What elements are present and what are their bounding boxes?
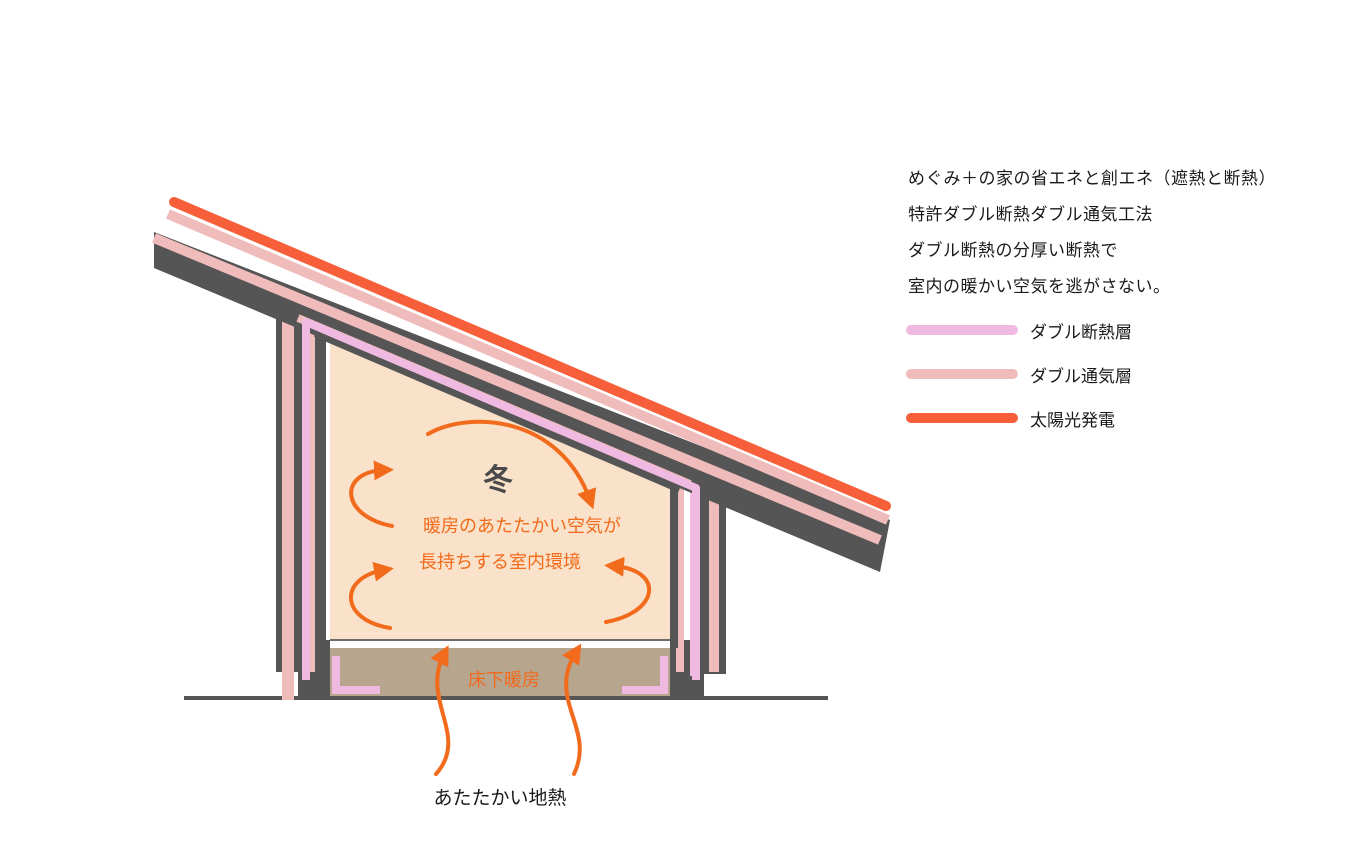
season-label: 冬 — [483, 464, 513, 497]
description-line2: 特許ダブル断熱ダブル通気工法 — [908, 205, 1153, 225]
description-line3: ダブル断熱の分厚い断熱で — [908, 241, 1118, 261]
foundation-insulation-right — [622, 656, 668, 694]
interior-room — [330, 340, 670, 640]
legend-swatch-ventilation — [906, 369, 1018, 379]
legend-swatch-insulation — [906, 325, 1018, 335]
inner-insulation-layer — [302, 318, 700, 680]
ground-heat-label: あたたかい地熱 — [433, 787, 566, 809]
room-text-line2: 長持ちする室内環境 — [419, 552, 581, 572]
legend-label-insulation: ダブル断熱層 — [1030, 323, 1132, 343]
floor-heating-label: 床下暖房 — [468, 670, 540, 690]
solar-panel-layer — [169, 197, 891, 511]
ground-heat-arrow-left — [430, 645, 451, 776]
roof-ventilation-layer-upper — [166, 209, 890, 525]
left-wall-stud — [316, 330, 326, 648]
circulation-arrow-top — [426, 419, 597, 510]
warm-air-arrows — [349, 419, 652, 776]
description-line1: めぐみ＋の家の省エネと創エネ（遮熱と断熱） — [908, 169, 1277, 189]
circulation-arrow-left-lower — [349, 561, 394, 630]
roof-ventilation-layer-lower — [152, 233, 882, 545]
legend-label-solar: 太陽光発電 — [1030, 411, 1115, 431]
right-wall-stud — [670, 484, 678, 648]
room-text-line1: 暖房のあたたかい空気が — [423, 516, 621, 536]
underfloor-space — [330, 648, 670, 696]
roof-inner-structure — [314, 327, 682, 493]
circulation-arrow-left-upper — [349, 460, 394, 528]
legend-swatch-solar — [906, 413, 1018, 423]
ground-heat-arrow-right — [562, 643, 582, 776]
foundation-insulation-left — [332, 656, 380, 694]
legend-label-ventilation: ダブル通気層 — [1030, 367, 1132, 387]
circulation-arrow-right-lower — [604, 556, 652, 624]
description-line4: 室内の暖かい空気を逃がさない。 — [908, 277, 1171, 297]
